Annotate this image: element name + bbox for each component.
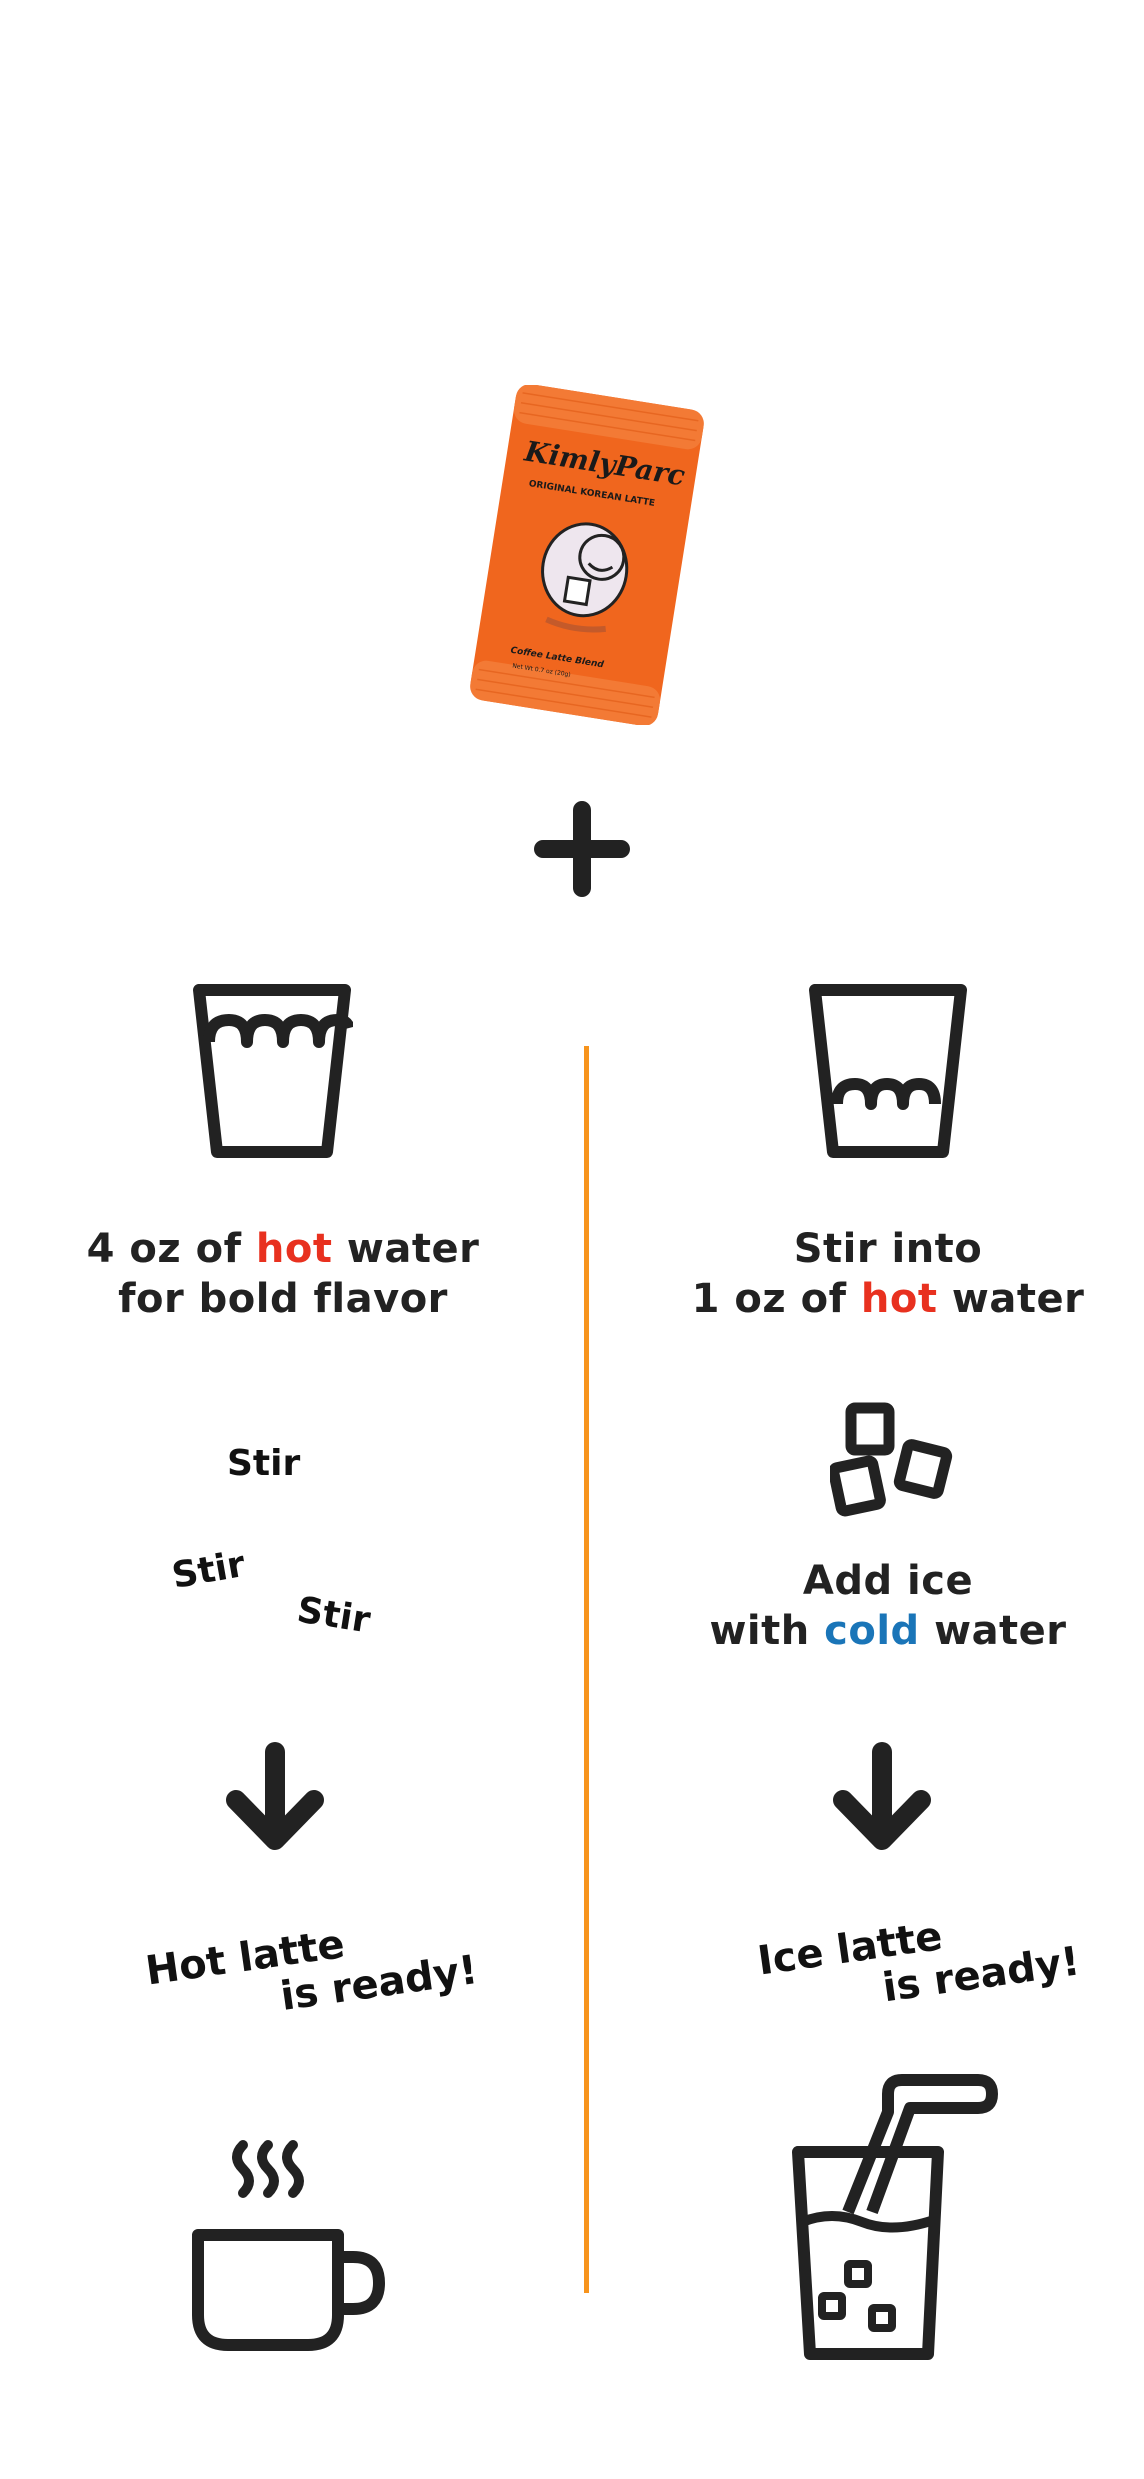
stir-text-3: Stir xyxy=(294,1589,373,1642)
stir-text-2: Stir xyxy=(168,1543,249,1598)
plus-icon xyxy=(533,800,631,898)
arrow-down-icon xyxy=(222,1742,328,1852)
divider-line xyxy=(584,1046,589,2293)
ice-latte-ready-text: Ice latte is ready! xyxy=(754,1913,1083,2012)
arrow-down-icon xyxy=(829,1742,935,1852)
ice-cubes-icon xyxy=(830,1400,965,1525)
product-packet: KimlyParc ORIGINAL KOREAN LATTE Coffee L… xyxy=(462,385,712,725)
glass-full-water-icon xyxy=(191,982,353,1160)
add-ice-instruction: Add ice with cold water xyxy=(709,1558,1067,1654)
cold-word: cold xyxy=(824,1608,920,1654)
iced-step-instruction: Stir into 1 oz of hot water xyxy=(691,1226,1085,1322)
iced-drink-glass-icon xyxy=(788,2072,1003,2364)
hot-latte-ready-text: Hot latte is ready! xyxy=(142,1921,481,2021)
hot-coffee-cup-icon xyxy=(188,2135,388,2355)
hot-step-instruction: 4 oz of hot water for bold flavor xyxy=(86,1226,480,1322)
glass-little-water-icon xyxy=(807,982,969,1160)
stir-text-1: Stir xyxy=(227,1443,301,1484)
hot-word: hot xyxy=(860,1276,938,1322)
hot-word: hot xyxy=(255,1226,333,1272)
